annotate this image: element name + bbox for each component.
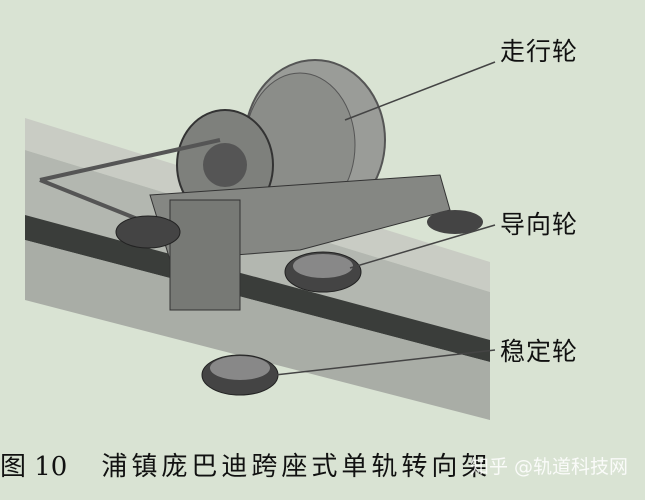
guide-wheel-top (293, 254, 353, 278)
guide-wheel-right (427, 210, 483, 234)
leader-running-wheel (344, 61, 496, 121)
label-stabilizing-wheel: 稳定轮 (500, 337, 579, 366)
label-guide-wheel: 导向轮 (500, 210, 579, 239)
frame-block (169, 199, 241, 311)
leader-stabilizing-wheel (274, 349, 496, 376)
linkage-rod (39, 178, 141, 222)
label-running-wheel: 走行轮 (500, 37, 579, 66)
figure-caption: 图 10 浦镇庞巴迪跨座式单轨转向架 (0, 446, 491, 483)
leader-guide-wheel (349, 224, 496, 269)
hub-center (203, 143, 247, 187)
figure-title: 浦镇庞巴迪跨座式单轨转向架 (101, 452, 492, 482)
beam-groove (25, 215, 490, 362)
guide-wheel-left (115, 215, 181, 249)
watermark: 知乎 @轨道科技网 (470, 456, 629, 478)
beam-lower (25, 240, 490, 420)
linkage-rod (39, 138, 221, 182)
figure-number: 图 10 (0, 452, 68, 482)
stabilizing-wheel-top (210, 356, 270, 380)
